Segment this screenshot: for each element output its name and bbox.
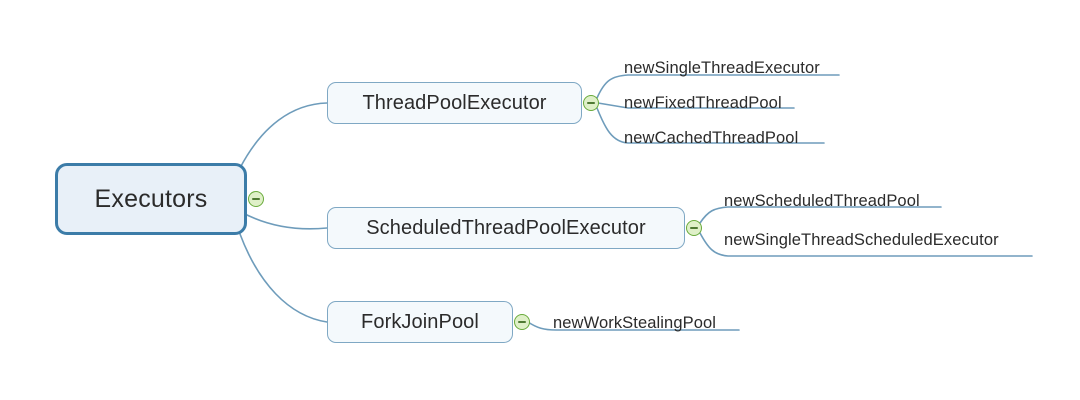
leaf-node-label: newCachedThreadPool <box>624 129 799 147</box>
toggle-branch-scheduledthreadpoolexecutor[interactable] <box>686 220 702 236</box>
leaf-node-label: newWorkStealingPool <box>553 314 717 332</box>
leaf-node-newworkstealingpool[interactable]: newWorkStealingPool <box>553 315 716 332</box>
leaf-node-newfixedthreadpool[interactable]: newFixedThreadPool <box>624 95 782 112</box>
root-node-label: Executors <box>94 184 208 213</box>
branch-node-scheduledthreadpoolexecutor[interactable]: ScheduledThreadPoolExecutor <box>327 207 685 249</box>
edge-root-to-threadpoolexecutor <box>239 102 328 169</box>
root-node-executors[interactable]: Executors <box>55 163 247 235</box>
branch-node-threadpoolexecutor[interactable]: ThreadPoolExecutor <box>327 82 582 124</box>
branch-node-forkjoinpool[interactable]: ForkJoinPool <box>327 301 513 343</box>
branch-node-label: ForkJoinPool <box>361 310 479 333</box>
edge-root-to-scheduledthreadpoolexecutor <box>242 212 328 230</box>
branch-node-label: ThreadPoolExecutor <box>362 91 547 114</box>
toggle-branch-threadpoolexecutor[interactable] <box>583 95 599 111</box>
leaf-node-newsinglethreadexecutor[interactable]: newSingleThreadExecutor <box>624 60 820 77</box>
edge-root-to-forkjoinpool <box>239 233 328 323</box>
leaf-node-label: newFixedThreadPool <box>624 94 782 112</box>
leaf-node-label: newSingleThreadExecutor <box>624 59 820 77</box>
leaf-node-newcachedthreadpool[interactable]: newCachedThreadPool <box>624 130 798 147</box>
leaf-node-label: newScheduledThreadPool <box>724 192 920 210</box>
leaf-node-newscheduledthreadpool[interactable]: newScheduledThreadPool <box>724 193 920 210</box>
toggle-root-executors[interactable] <box>248 191 264 207</box>
branch-node-label: ScheduledThreadPoolExecutor <box>366 216 646 239</box>
toggle-branch-forkjoinpool[interactable] <box>514 314 530 330</box>
leaf-node-label: newSingleThreadScheduledExecutor <box>724 231 999 249</box>
leaf-node-newsinglethreadscheduledexecutor[interactable]: newSingleThreadScheduledExecutor <box>724 232 999 249</box>
